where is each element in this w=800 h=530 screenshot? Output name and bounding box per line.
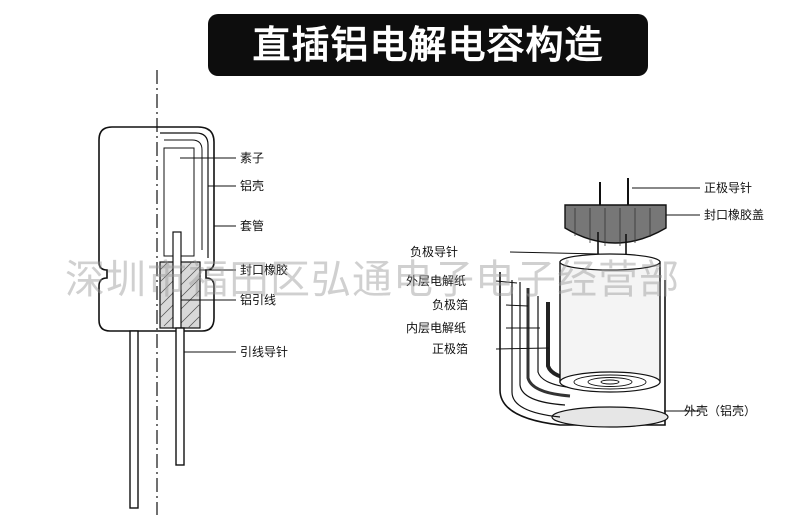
outer-case-bottom — [551, 406, 669, 428]
title-banner — [208, 14, 648, 76]
label-lead-pin: 引线导针 — [240, 344, 288, 359]
label-aluminum-case: 铝壳 — [240, 178, 264, 193]
label-negative-foil: 负极箔 — [432, 297, 468, 312]
label-positive-pin: 正极导针 — [704, 180, 752, 195]
aluminum-lead-section — [172, 231, 182, 329]
rubber-cap — [564, 204, 667, 244]
label-negative-pin: 负极导针 — [410, 244, 458, 259]
right-exploded-view — [499, 178, 669, 428]
label-positive-foil: 正极箔 — [432, 341, 468, 356]
label-aluminum-lead: 铝引线 — [240, 292, 276, 307]
aluminum-case-section — [157, 126, 215, 332]
capacitor-body-outline — [98, 126, 157, 332]
label-sleeve: 套管 — [240, 218, 264, 233]
label-rubber-seal: 封口橡胶 — [240, 262, 288, 277]
label-element: 素子 — [240, 151, 264, 165]
outer-paper-layer — [519, 282, 566, 406]
winding-roll — [559, 261, 661, 383]
outer-case — [499, 272, 666, 426]
lead-wire-left — [129, 330, 139, 509]
sleeve-section — [160, 132, 209, 258]
label-outer-paper: 外层电解纸 — [406, 274, 466, 288]
page-title: 直插铝电解电容构造 — [252, 23, 604, 67]
negative-foil-layer — [526, 288, 571, 398]
label-rubber-cap: 封口橡胶盖 — [704, 207, 764, 222]
lead-wire-right — [175, 327, 185, 466]
label-outer-case: 外壳（铝壳） — [684, 403, 756, 418]
right-leader-lines — [495, 187, 700, 412]
left-leader-lines — [180, 157, 236, 353]
label-inner-paper: 内层电解纸 — [406, 321, 466, 335]
left-cross-section — [98, 70, 215, 515]
